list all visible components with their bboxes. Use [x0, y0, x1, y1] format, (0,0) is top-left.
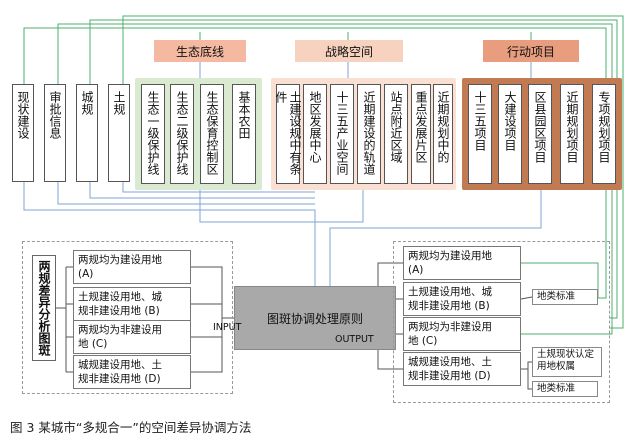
column-label: 十三五产业空间: [335, 91, 349, 175]
column-label: 生态二级保护线: [175, 91, 189, 175]
column-urban-plan: 城规: [76, 84, 98, 182]
column-near-term-planned: 近期规划中的: [433, 84, 453, 184]
column-special-plan-projects: 专项规划项目: [592, 84, 616, 184]
column-district-center: 地区发展中心: [303, 84, 327, 184]
column-label: 生态一级保护线: [146, 91, 160, 175]
column-label: 地区发展中心: [308, 91, 322, 163]
strategy-header: 战略空间: [295, 40, 403, 62]
column-approval-info: 审批信息: [44, 84, 66, 182]
column-label: 专项规划项目: [597, 91, 611, 163]
collector-action: [329, 190, 542, 286]
collector-3: [89, 182, 315, 199]
column-county-park-projects: 区县园区项目: [528, 84, 552, 184]
note-land-class-standard-2: 地类标准: [532, 381, 598, 397]
green-frame-2: [89, 19, 618, 319]
right-item-b: 土规建设用地、城 规非建设用地 (B): [403, 282, 521, 316]
column-label: 十三五项目: [473, 91, 487, 151]
column-label: 重点发展片区: [414, 91, 428, 163]
right-item-d: 城规建设用地、土 规非建设用地 (D): [403, 352, 521, 386]
column-label: 近期建设的轨道: [362, 91, 376, 175]
column-station-area: 站点附近区域: [384, 84, 408, 184]
right-item-a: 两规均为建设用地 (A): [403, 246, 521, 280]
column-eco-level-2: 生态二级保护线: [170, 84, 194, 184]
column-land-plan: 土规: [108, 84, 130, 182]
green-frame-4: [23, 27, 607, 299]
collector-eco: [199, 190, 315, 223]
column-farmland: 基本农田: [232, 84, 256, 184]
right-c-feedback: [521, 308, 613, 335]
column-label: 现状建设: [16, 91, 30, 139]
right-item-c: 两规均为非建设用 地 (C): [403, 317, 521, 351]
coordination-principle-box: 图斑协调处理原则: [234, 286, 396, 350]
column-label: 站点附近区域: [389, 91, 403, 163]
column-label: 基本农田: [237, 91, 251, 139]
column-label: 区县园区项目: [533, 91, 547, 163]
note-link-2: [521, 361, 532, 370]
column-conditional-land: 土建设规中有条件: [274, 84, 302, 184]
left-item-c: 两规均为非建设用 地 (C): [73, 320, 191, 354]
column-label: 近期规划中的: [436, 91, 450, 163]
left-analysis-panel: [22, 241, 233, 394]
column-label: 土建设规中有条件: [274, 91, 302, 175]
left-item-b: 土规建设用地、城 规非建设用地 (B): [73, 287, 191, 321]
output-label: OUTPUT: [335, 334, 374, 345]
column-eco-level-1: 生态一级保护线: [141, 84, 165, 184]
column-label: 审批信息: [48, 91, 62, 139]
left-item-d: 城规建设用地、土 规非建设用地 (D): [73, 355, 191, 389]
column-eco-conservation: 生态保育控制区: [200, 84, 224, 184]
column-key-development-zone: 重点发展片区: [411, 84, 431, 184]
column-13th-five-year-projects: 十三五项目: [468, 84, 492, 184]
collector-2: [57, 182, 315, 205]
column-label: 大建设项目: [503, 91, 517, 151]
eco-header: 生态底线: [154, 40, 246, 62]
column-label: 近期规划项目: [565, 91, 579, 163]
collector-4: [122, 182, 315, 193]
collector-strategy: [315, 190, 364, 223]
column-13th-five-year-industry: 十三五产业空间: [330, 84, 354, 184]
column-current-construction: 现状建设: [12, 84, 34, 182]
note-link-3: [527, 369, 532, 390]
left-item-a: 两规均为建设用地 (A): [73, 250, 191, 284]
figure-caption: 图 3 某城市“多规合一”的空间差异协调方法: [10, 420, 252, 435]
note-ownership-recognition: 土规现状认定 用地权属: [532, 347, 602, 377]
input-label: INPUT: [213, 322, 242, 333]
green-frame-outer: [122, 15, 624, 329]
column-label: 城规: [80, 91, 94, 115]
coordination-principle-label: 图斑协调处理原则: [266, 311, 363, 326]
column-near-term-projects: 近期规划项目: [560, 84, 584, 184]
left-panel-title-text: 两规差异分析图斑: [37, 260, 51, 356]
action-header: 行动项目: [483, 40, 579, 62]
note-link-1: [520, 296, 533, 300]
column-label: 土规: [112, 91, 126, 115]
right-output-panel: [393, 241, 610, 403]
left-panel-title: 两规差异分析图斑: [32, 255, 56, 361]
left-to-center-a: [191, 266, 234, 319]
column-near-term-rail: 近期建设的轨道: [357, 84, 381, 184]
left-to-center-d: [191, 318, 223, 373]
collector-left: [23, 182, 316, 286]
column-label: 生态保育控制区: [205, 91, 219, 175]
right-a-feedback: [521, 262, 599, 298]
column-major-construction-projects: 大建设项目: [498, 84, 522, 184]
note-land-class-standard-1: 地类标准: [532, 289, 598, 305]
